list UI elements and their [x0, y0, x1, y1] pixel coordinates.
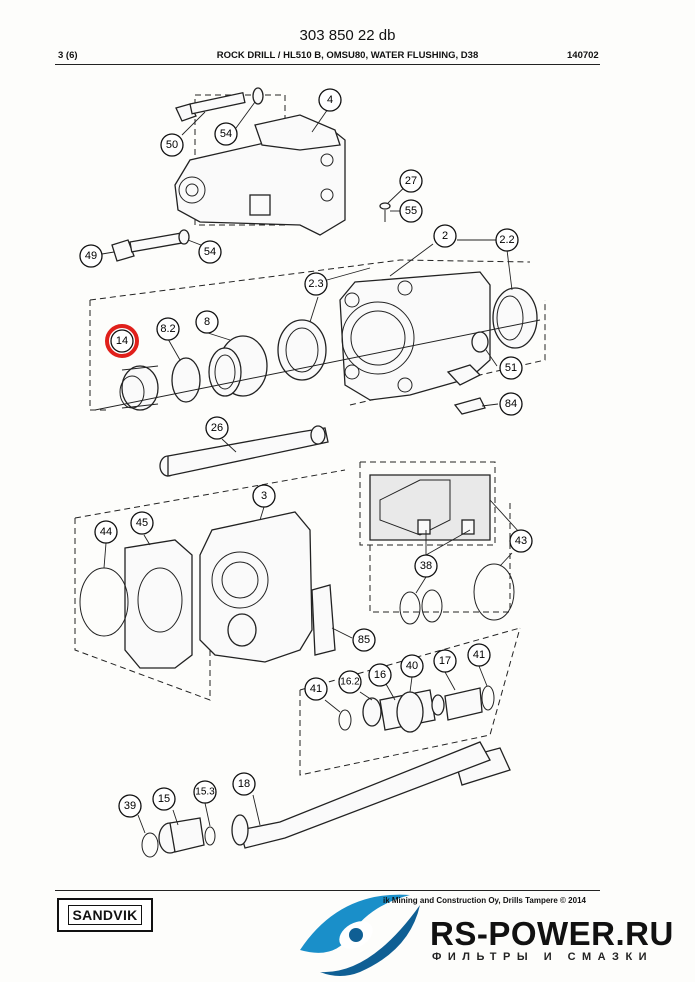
piston-26	[159, 425, 329, 477]
document-number: 303 850 22 db	[299, 27, 396, 44]
callout-55: 55	[399, 199, 423, 223]
callout-50: 50	[160, 133, 184, 157]
callout-54-top: 54	[214, 122, 238, 146]
svg-text:45: 45	[136, 517, 148, 529]
svg-text:16: 16	[374, 669, 386, 681]
callout-14-highlighted: 14	[105, 324, 139, 358]
callout-8: 8	[195, 310, 219, 334]
washer-54-top	[252, 87, 264, 105]
callout-8-2: 8.2	[156, 317, 180, 341]
svg-text:85: 85	[358, 634, 370, 646]
housing-4	[174, 114, 346, 236]
callout-3: 3	[252, 484, 276, 508]
svg-text:50: 50	[166, 139, 178, 151]
center-axis	[94, 319, 541, 411]
callout-54-lower: 54	[198, 240, 222, 264]
callout-4: 4	[318, 88, 342, 112]
callout-2-3: 2.3	[304, 272, 328, 296]
gasket-45	[124, 539, 193, 669]
header-divider	[55, 64, 600, 65]
callout-40: 40	[400, 654, 424, 678]
svg-text:3: 3	[261, 490, 267, 502]
svg-text:14: 14	[116, 335, 128, 347]
callout-2: 2	[433, 224, 457, 248]
page-number: 3 (6)	[58, 50, 78, 61]
date-code: 140702	[567, 50, 599, 61]
svg-text:55: 55	[405, 205, 417, 217]
o-ring-43	[473, 563, 515, 621]
rs-power-logo-icon	[300, 894, 420, 976]
svg-text:8.2: 8.2	[160, 323, 175, 335]
svg-text:84: 84	[505, 398, 517, 410]
callout-51: 51	[499, 356, 523, 380]
svg-text:49: 49	[85, 250, 97, 262]
svg-text:18: 18	[238, 778, 250, 790]
callout-43: 43	[509, 529, 533, 553]
bushing-8	[208, 335, 268, 397]
callout-16-2: 16.2	[338, 670, 362, 694]
bushing-15	[158, 817, 216, 854]
svg-text:8: 8	[204, 316, 210, 328]
callout-85: 85	[352, 628, 376, 652]
ring-8-2	[171, 357, 201, 403]
callout-84: 84	[499, 392, 523, 416]
footer-divider	[55, 890, 600, 891]
callout-44: 44	[94, 520, 118, 544]
svg-text:15: 15	[158, 793, 170, 805]
bolt-50	[175, 92, 246, 122]
washer-54-lower	[178, 229, 190, 245]
cylinder-housing-2	[277, 271, 538, 415]
svg-text:2: 2	[442, 230, 448, 242]
copyright-text: ik Mining and Construction Oy, Drills Ta…	[383, 896, 586, 905]
bolt-49	[111, 232, 182, 262]
callout-26: 26	[205, 416, 229, 440]
callout-41-right: 41	[467, 643, 491, 667]
svg-text:2.2: 2.2	[499, 234, 514, 246]
callout-38: 38	[414, 554, 438, 578]
svg-text:2.3: 2.3	[308, 278, 323, 290]
callout-45: 45	[130, 511, 154, 535]
callout-15: 15	[152, 787, 176, 811]
svg-text:17: 17	[439, 655, 451, 667]
callout-17: 17	[433, 649, 457, 673]
svg-text:51: 51	[505, 362, 517, 374]
svg-text:44: 44	[100, 526, 112, 538]
svg-text:38: 38	[420, 560, 432, 572]
drawing-title: ROCK DRILL / HL510 B, OMSU80, WATER FLUS…	[216, 50, 479, 61]
svg-text:4: 4	[327, 94, 333, 106]
svg-text:39: 39	[124, 800, 136, 812]
svg-text:41: 41	[473, 649, 485, 661]
brand-name: RS-POWER.RU	[430, 915, 674, 952]
ring-39	[141, 832, 159, 858]
svg-text:40: 40	[406, 660, 418, 672]
callout-41-left: 41	[304, 677, 328, 701]
svg-text:54: 54	[204, 246, 216, 258]
callout-27: 27	[399, 169, 423, 193]
svg-text:54: 54	[220, 128, 232, 140]
callout-2-2: 2.2	[495, 228, 519, 252]
svg-text:15.3: 15.3	[195, 787, 215, 798]
o-rings-38	[399, 589, 443, 625]
callout-15-3: 15.3	[193, 780, 217, 804]
valve-housing-3	[199, 511, 336, 663]
callout-18: 18	[232, 772, 256, 796]
sandvik-logo: SANDVIK	[57, 898, 153, 932]
svg-text:16.2: 16.2	[340, 677, 360, 688]
svg-text:43: 43	[515, 535, 527, 547]
callout-16: 16	[368, 663, 392, 687]
callout-49: 49	[79, 244, 103, 268]
svg-text:41: 41	[310, 683, 322, 695]
brand-tagline: ФИЛЬТРЫ И СМАЗКИ	[432, 951, 654, 963]
svg-text:26: 26	[211, 422, 223, 434]
svg-text:27: 27	[405, 175, 417, 187]
plug-27	[379, 202, 391, 222]
callout-39: 39	[118, 794, 142, 818]
shank-adapter-18	[231, 741, 491, 849]
section-detail	[369, 474, 491, 541]
o-ring-44	[79, 567, 129, 637]
